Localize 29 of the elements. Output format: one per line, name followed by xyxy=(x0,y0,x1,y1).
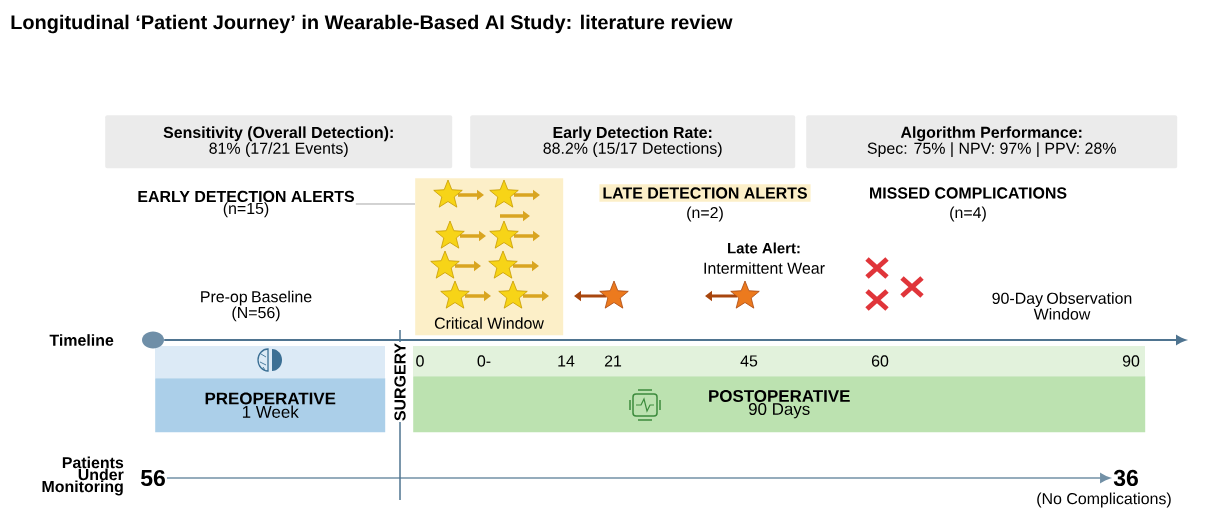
note-text: 90-Day Observation Window xyxy=(992,292,1132,320)
timeline-arrow xyxy=(163,335,1186,345)
stat-box: Early Detection Rate: 88.2% (15/17 Detections) xyxy=(470,115,796,169)
patient-count: 36 (No Complications) xyxy=(1037,469,1171,508)
leader-line xyxy=(355,203,416,205)
tick-label: 0 xyxy=(416,355,424,367)
note-text: Late Alert: xyxy=(728,242,800,254)
stat-box: Algorithm Performance: Spec: 75% | NPV: 97% | PPV: 28% xyxy=(806,115,1178,169)
note-text: Pre-op Baseline (N=56) xyxy=(201,290,312,322)
count-text: (n=4) xyxy=(950,206,986,222)
title: Longitudinal ‘Patient Journey’ in Wearable-Based AI Study: literature review xyxy=(11,14,733,34)
highlighted-heading: LATE DETECTION ALERTS (n=2) xyxy=(599,184,811,222)
row-label: Patients Under Monitoring xyxy=(42,456,124,496)
tick-label: 60 xyxy=(871,355,889,367)
patient-count: 56 xyxy=(140,469,165,487)
heading-text: MISSED COMPLICATIONS xyxy=(870,187,1067,199)
tick-label: 90 xyxy=(1122,355,1140,367)
arrow xyxy=(166,473,1111,483)
heading-text: EARLY DETECTION ALERTS (n=15) xyxy=(138,190,354,218)
phase-divider-label: SURGERY xyxy=(393,341,407,423)
axis-label: Timeline xyxy=(49,334,114,346)
phase-band: PREOPERATIVE 1 Week xyxy=(155,346,386,433)
note-text: Intermittent Wear xyxy=(704,262,825,274)
tick-label: 0- xyxy=(477,355,491,367)
tick-label: 14 xyxy=(558,355,575,367)
stat-box: Sensitivity (Overall Detection): 81% (17/21 Events) xyxy=(105,115,453,169)
tick-label: 21 xyxy=(604,355,622,367)
timeline-dot xyxy=(142,331,164,349)
tick-label: 45 xyxy=(740,355,758,367)
